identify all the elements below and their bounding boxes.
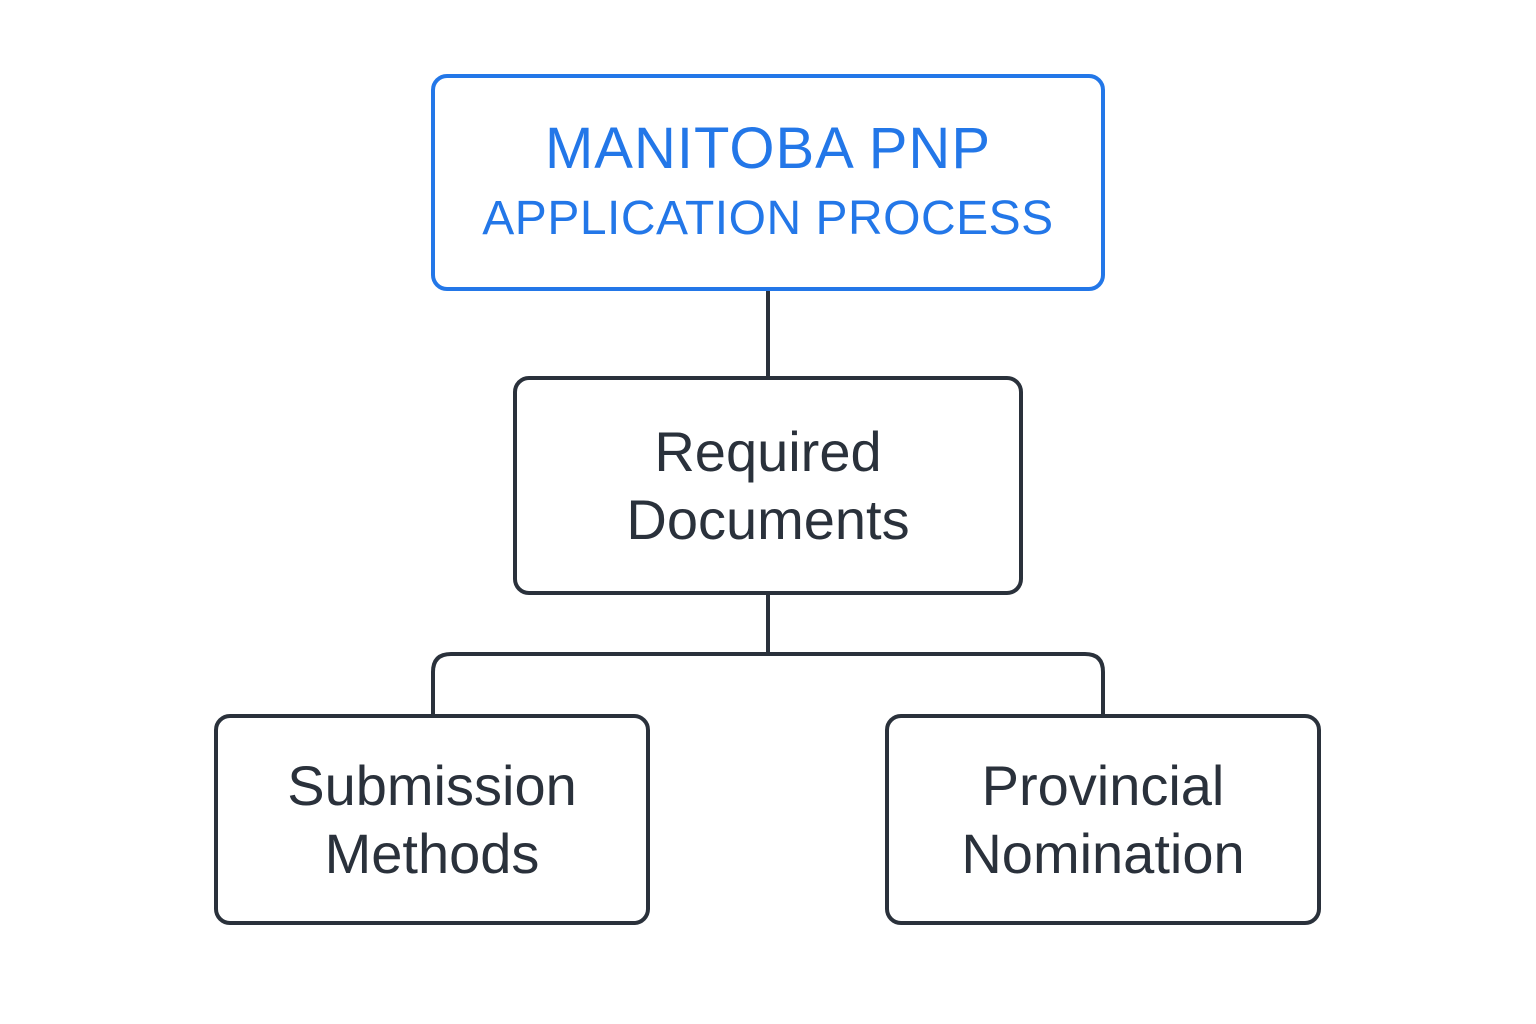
provincial-label-line2: Nomination — [961, 821, 1245, 885]
connector-branch — [431, 652, 1105, 714]
root-title-line2: APPLICATION PROCESS — [482, 191, 1054, 245]
documents-label-line2: Documents — [626, 487, 910, 551]
submission-label-line2: Methods — [324, 821, 540, 885]
submission-label-line1: Submission — [287, 753, 577, 817]
provincial-label-line1: Provincial — [981, 753, 1225, 817]
node-manitoba-pnp-application-process: MANITOBA PNP APPLICATION PROCESS — [431, 74, 1105, 291]
node-required-documents: Required Documents — [513, 376, 1023, 595]
node-submission-methods: Submission Methods — [214, 714, 650, 925]
node-provincial-nomination: Provincial Nomination — [885, 714, 1321, 925]
documents-label-line1: Required — [654, 419, 882, 483]
root-title-line1: MANITOBA PNP — [544, 115, 992, 181]
